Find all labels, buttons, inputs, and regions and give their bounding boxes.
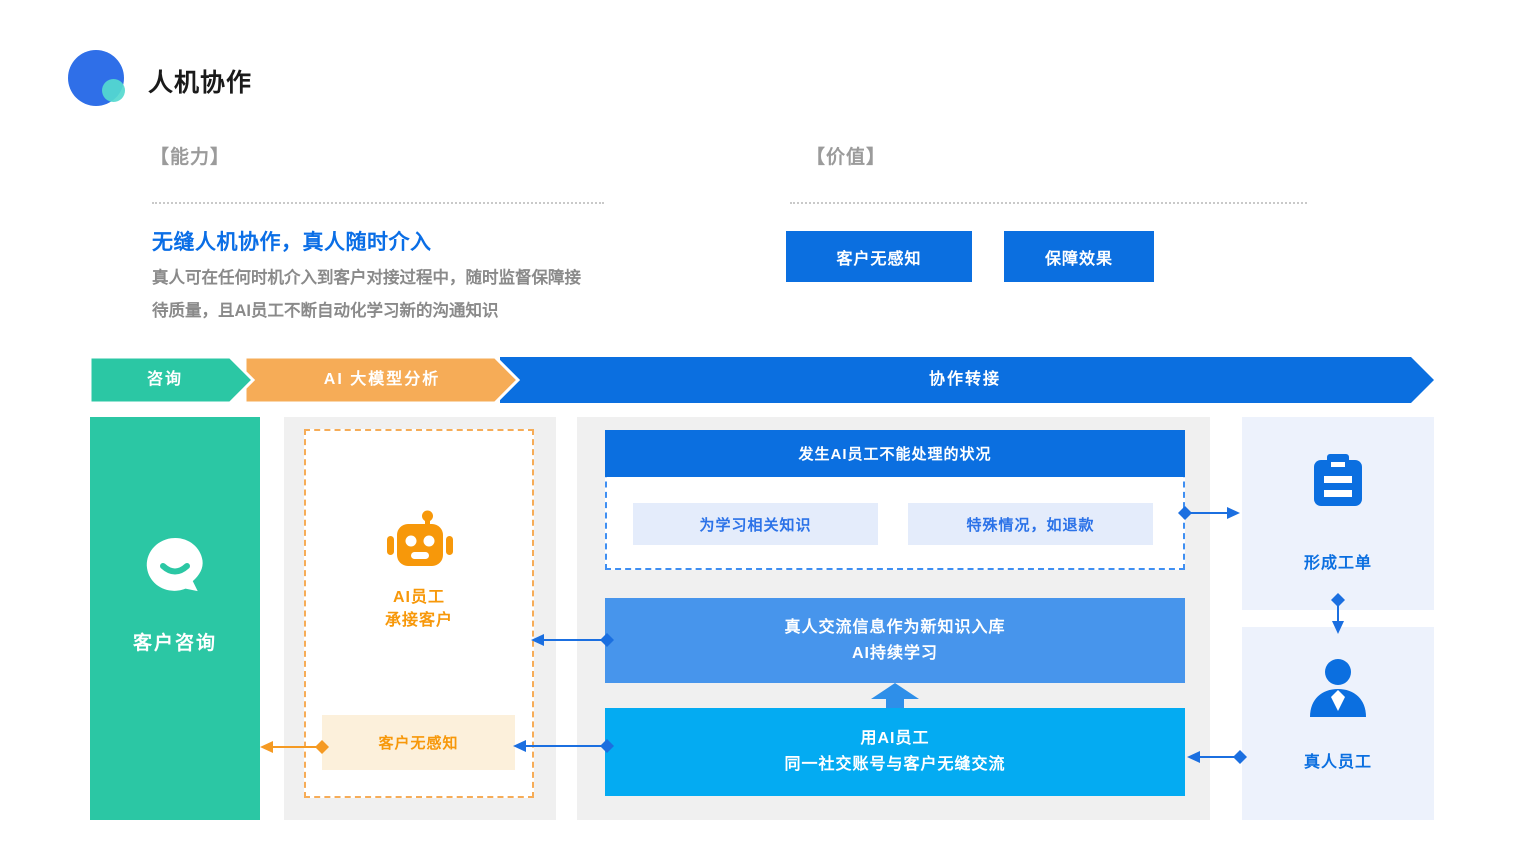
value-badge-guarantee: 保障效果 [1004, 231, 1154, 282]
capability-heading: 无缝人机协作，真人随时介入 [152, 231, 432, 254]
customer-consult-label: 客户咨询 [132, 633, 217, 654]
seamless-communication-line1: 用AI员工 [860, 730, 930, 747]
ai-employee-label-line1: AI员工 [392, 589, 445, 606]
capability-section-label: 【能力】 [150, 147, 231, 168]
capability-description: 真人可在任何时机介入到客户对接过程中，随时监督保障接 待质量，且AI员工不断自动… [152, 262, 632, 328]
ticket-label: 形成工单 [1303, 555, 1372, 572]
page-title: 人机协作 [148, 69, 253, 97]
flow-stage-consult: 咨询 [146, 371, 183, 388]
knowledge-learning-line1: 真人交流信息作为新知识入库 [784, 618, 1006, 636]
logo-teal-circle-icon [102, 79, 125, 102]
ai-employee-label: AI员工 承接客户 [304, 586, 534, 632]
customer-no-perception-tag: 客户无感知 [322, 715, 515, 770]
knowledge-learning-box: 真人交流信息作为新知识入库 AI持续学习 [605, 598, 1185, 683]
case-learn-knowledge: 为学习相关知识 [633, 503, 878, 545]
capability-description-line2: 待质量，且AI员工不断自动化学习新的沟通知识 [152, 302, 499, 320]
value-divider [790, 202, 1307, 204]
seamless-communication-box: 用AI员工 同一社交账号与客户无缝交流 [605, 708, 1185, 796]
value-section-label: 【价值】 [806, 147, 887, 168]
robot-icon [384, 510, 456, 573]
person-icon [1306, 657, 1370, 726]
knowledge-learning-line2: AI持续学习 [851, 644, 938, 662]
capability-divider [152, 202, 604, 204]
ai-employee-label-line2: 承接客户 [384, 612, 453, 629]
flow-stage-ai-analysis: AI 大模型分析 [323, 371, 441, 388]
flow-stage-collab-transfer: 协作转接 [928, 371, 1001, 388]
customer-consult-box [90, 417, 260, 820]
value-badge-no-perception: 客户无感知 [786, 231, 972, 282]
case-special-refund: 特殊情况，如退款 [908, 503, 1153, 545]
clipboard-icon [1310, 452, 1366, 513]
seamless-communication-line2: 同一社交账号与客户无缝交流 [784, 756, 1006, 773]
human-employee-label: 真人员工 [1303, 754, 1372, 771]
flow-banner [88, 357, 1434, 403]
exception-header: 发生AI员工不能处理的状况 [605, 430, 1185, 477]
capability-description-line1: 真人可在任何时机介入到客户对接过程中，随时监督保障接 [152, 269, 581, 287]
ticket-box [1242, 417, 1434, 610]
chat-bubble-icon [144, 535, 206, 602]
